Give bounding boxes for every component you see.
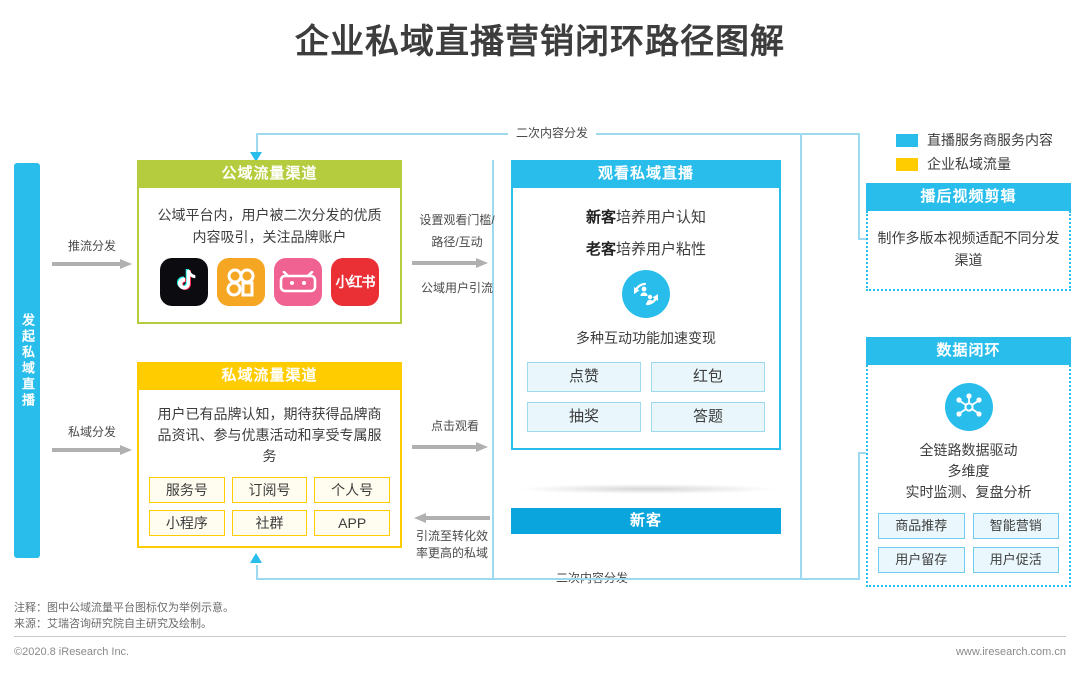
footer-divider	[14, 636, 1066, 637]
center-frame-right-line	[800, 133, 802, 578]
platform-icon-row: 小红书	[149, 258, 390, 310]
bottom-loop-right-line	[858, 452, 860, 578]
private-channel-tag-grid: 服务号 订阅号 个人号 小程序 社群 APP	[149, 477, 390, 536]
arrow-push-distribution	[52, 259, 132, 269]
bottom-loop-up-line	[256, 565, 258, 579]
footer-source: 来源：艾瑞咨询研究院自主研究及绘制。	[14, 618, 212, 630]
footer-copyright: ©2020.8 iResearch Inc.	[14, 646, 130, 658]
center-frame-left-line	[492, 160, 494, 578]
private-channel-tag[interactable]: 社群	[231, 510, 308, 536]
live-feature-tag[interactable]: 红包	[651, 362, 765, 392]
private-channel-tag[interactable]: APP	[314, 510, 390, 536]
live-line2-bold: 老客	[585, 241, 616, 258]
legend-label: 直播服务商服务内容	[927, 132, 1053, 148]
data-loop-line1: 全链路数据驱动	[919, 442, 1018, 458]
data-loop-tag[interactable]: 智能营销	[972, 513, 1059, 539]
data-loop-tag-grid: 商品推荐 智能营销 用户留存 用户促活	[878, 513, 1059, 573]
private-channel-tag[interactable]: 小程序	[149, 510, 225, 536]
data-loop-line2: 多维度	[947, 463, 990, 479]
label-set-threshold-line1: 设置观看门槛/	[419, 213, 495, 227]
post-live-video-edit-panel: 播后视频剪辑 制作多版本视频适配不同分发渠道	[866, 183, 1071, 291]
legend-item: 直播服务商服务内容	[896, 130, 1053, 150]
private-channel-tag[interactable]: 个人号	[314, 477, 390, 503]
arrow-public-to-live	[412, 258, 488, 268]
new-customer-bar: 新客	[511, 508, 781, 534]
xiaohongshu-icon: 小红书	[331, 258, 379, 306]
arrow-drain-to-private	[414, 513, 490, 523]
live-line1-bold: 新客	[585, 209, 616, 226]
top-loop-right-line	[858, 133, 860, 238]
label-drain-to-private-line2: 率更高的私域	[415, 546, 488, 560]
bottom-loop-right-stub	[858, 452, 868, 454]
top-loop-right-stub	[858, 238, 868, 240]
live-line2-rest: 培养用户粘性	[616, 241, 707, 258]
private-traffic-channel-description: 用户已有品牌认知，期待获得品牌商品资讯、参与优惠活动和享受专属服务	[157, 406, 382, 464]
bilibili-icon	[274, 258, 322, 306]
initiate-private-live-bar[interactable]: 发起私域直播	[14, 163, 40, 558]
live-feature-tag[interactable]: 答题	[651, 402, 765, 432]
private-channel-tag[interactable]: 订阅号	[231, 477, 308, 503]
post-live-video-edit-header: 播后视频剪辑	[866, 183, 1071, 211]
live-line-new-customer: 新客培养用户认知	[527, 206, 765, 227]
live-feature-tag[interactable]: 点赞	[527, 362, 641, 392]
live-feature-tag[interactable]: 抽奖	[527, 402, 641, 432]
label-secondary-distribution-top: 二次内容分发	[508, 126, 597, 140]
legend-item: 企业私域流量	[896, 154, 1053, 174]
data-loop-tag[interactable]: 用户促活	[972, 547, 1059, 573]
label-drain-to-private-line1: 引流至转化效	[415, 529, 488, 543]
live-line1-rest: 培养用户认知	[616, 209, 707, 226]
watch-private-live-header: 观看私域直播	[511, 160, 781, 188]
public-traffic-channel-card: 公域流量渠道 公域平台内，用户被二次分发的优质内容吸引，关注品牌账户	[137, 160, 402, 324]
data-loop-tag[interactable]: 商品推荐	[878, 513, 965, 539]
kuaishou-icon	[217, 258, 265, 306]
label-set-threshold-line2: 路径/互动	[431, 235, 483, 249]
label-push-distribution: 推流分发	[67, 239, 116, 253]
live-line-old-customer: 老客培养用户粘性	[527, 238, 765, 259]
center-frame-bottom-line	[492, 578, 800, 580]
legend: 直播服务商服务内容 企业私域流量	[896, 130, 1053, 178]
footer-notes: 注释：图中公域流量平台图标仅为举例示意。 来源：艾瑞咨询研究院自主研究及绘制。	[14, 600, 234, 632]
data-network-icon	[944, 383, 993, 431]
data-closed-loop-header: 数据闭环	[866, 337, 1071, 365]
public-traffic-channel-description: 公域平台内，用户被二次分发的优质内容吸引，关注品牌账户	[157, 207, 382, 245]
legend-label: 企业私域流量	[927, 156, 1011, 172]
card-shadow	[516, 484, 778, 494]
post-live-video-edit-body: 制作多版本视频适配不同分发渠道	[866, 211, 1071, 291]
footer-note: 注释：图中公域流量平台图标仅为举例示意。	[14, 602, 234, 614]
top-loop-arrowhead	[250, 152, 262, 162]
legend-swatch-blue	[896, 133, 918, 147]
top-loop-down-line	[256, 133, 258, 158]
data-loop-line3: 实时监测、复盘分析	[905, 484, 1032, 500]
footer-website: www.iresearch.com.cn	[955, 646, 1066, 658]
douyin-icon	[160, 258, 208, 306]
arrow-click-to-watch	[412, 442, 488, 452]
label-click-to-watch: 点击观看	[430, 419, 479, 433]
private-traffic-channel-header: 私域流量渠道	[137, 362, 402, 390]
private-traffic-channel-card: 私域流量渠道 用户已有品牌认知，期待获得品牌商品资讯、参与优惠活动和享受专属服务…	[137, 362, 402, 548]
live-subtitle: 多种互动功能加速变现	[576, 330, 716, 346]
page-title: 企业私域直播营销闭环路径图解	[295, 23, 785, 61]
data-closed-loop-panel: 数据闭环 全链路数据驱动 多维度 实时监测、复盘	[866, 337, 1071, 587]
arrow-private-distribution	[52, 445, 132, 455]
label-public-user-drain: 公域用户引流	[420, 281, 493, 295]
label-private-distribution: 私域分发	[67, 425, 116, 439]
bottom-loop-arrowhead	[250, 553, 262, 563]
initiate-private-live-label: 发起私域直播	[20, 312, 35, 409]
data-loop-tag[interactable]: 用户留存	[878, 547, 965, 573]
public-traffic-channel-header: 公域流量渠道	[137, 160, 402, 188]
interaction-cycle-icon	[622, 270, 670, 318]
live-feature-tag-grid: 点赞 红包 抽奖 答题	[527, 362, 765, 432]
legend-swatch-yellow	[896, 157, 918, 171]
watch-private-live-card: 观看私域直播 新客培养用户认知 老客培养用户粘性	[511, 160, 781, 450]
private-channel-tag[interactable]: 服务号	[149, 477, 225, 503]
